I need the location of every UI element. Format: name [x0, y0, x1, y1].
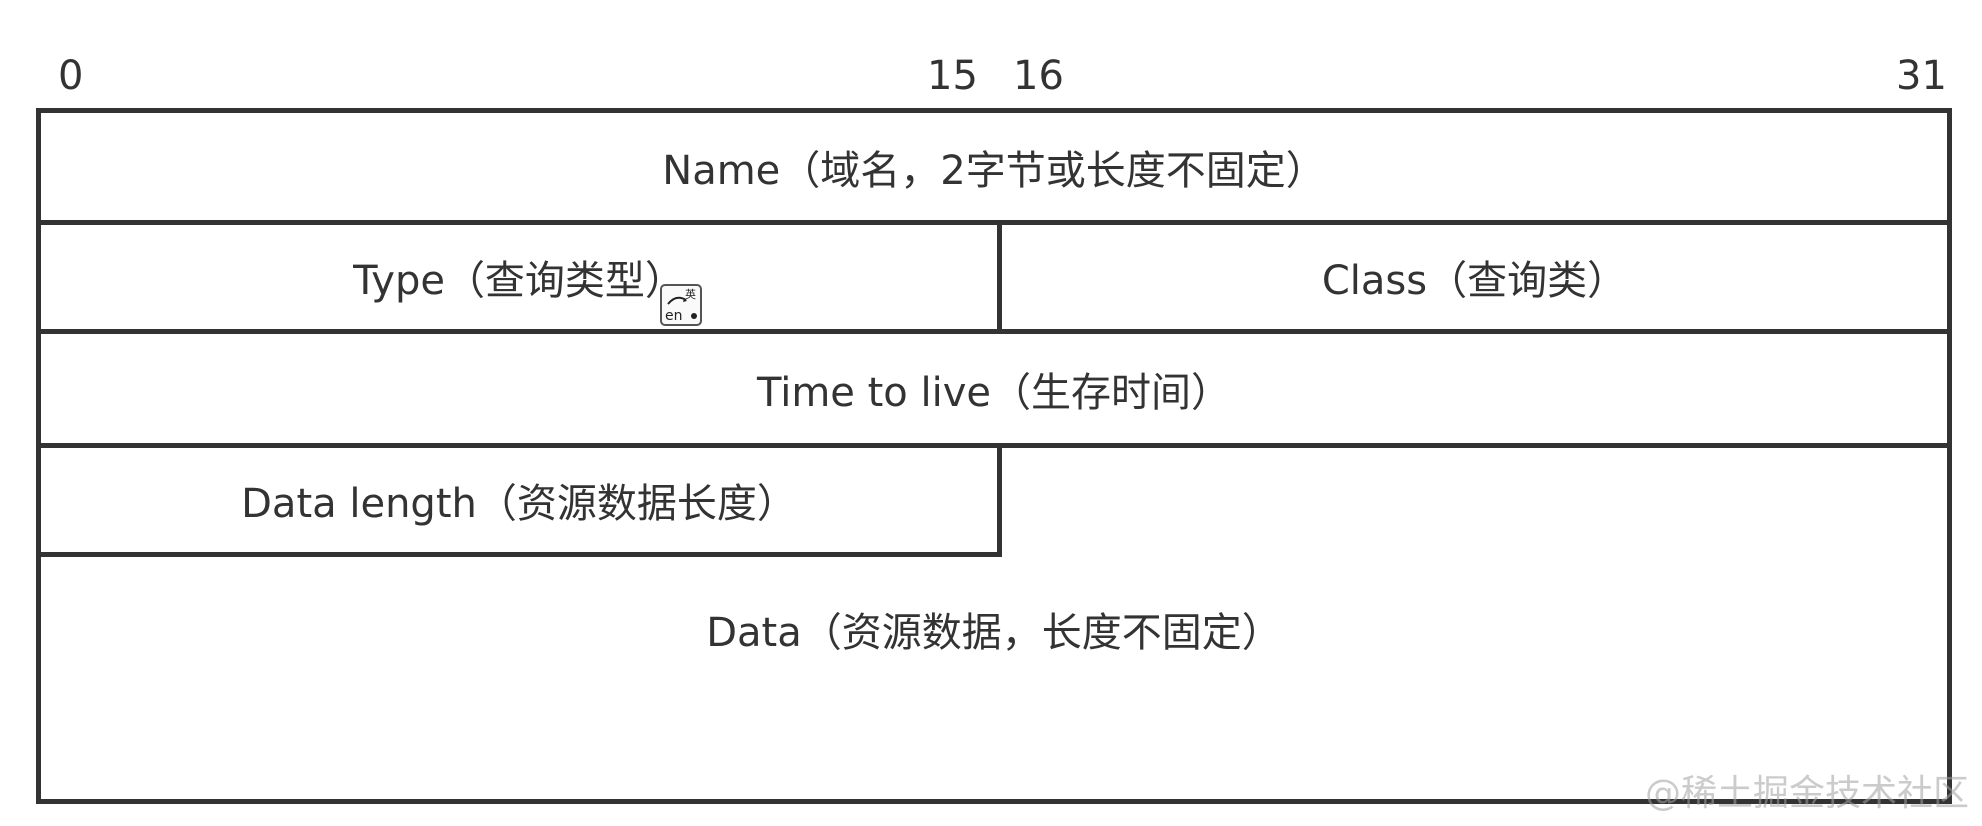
bit-label-16: 16: [1013, 53, 1064, 99]
input-method-switch-icon[interactable]: 英 en: [660, 284, 702, 326]
field-data-length: Data length（资源数据长度）: [241, 481, 797, 527]
bit-label-31: 31: [1896, 53, 1947, 99]
ime-top-glyph: 英: [685, 287, 696, 301]
field-data: Data（资源数据，长度不固定）: [706, 610, 1282, 656]
watermark: @稀土掘金技术社区: [1645, 773, 1970, 814]
row-divider-1: [36, 220, 1952, 225]
bit-label-15: 15: [927, 53, 978, 99]
resource-record-frame: [36, 108, 1952, 804]
row-divider-2: [36, 329, 1952, 334]
field-name: Name（域名，2字节或长度不固定）: [662, 147, 1326, 194]
field-time-to-live: Time to live（生存时间）: [757, 369, 1231, 416]
ime-bottom-text: en: [665, 308, 683, 324]
column-divider-type-class: [997, 220, 1002, 334]
column-divider-data-length: [997, 443, 1002, 557]
row-divider-4: [36, 552, 1002, 557]
field-class: Class（查询类）: [1321, 258, 1628, 304]
bit-label-0: 0: [58, 53, 84, 99]
row-divider-3: [36, 443, 1952, 448]
field-type: Type（查询类型）: [353, 258, 685, 304]
